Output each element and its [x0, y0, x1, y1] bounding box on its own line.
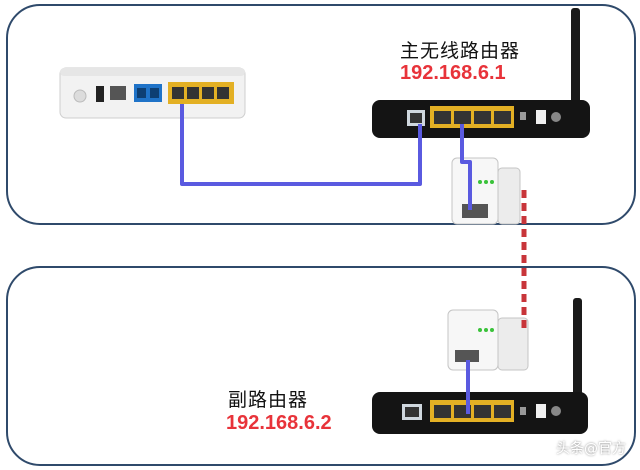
powerline-adapter-bottom: [447, 309, 529, 371]
sub-router-device: [372, 298, 588, 434]
main-router-name: 主无线路由器: [400, 40, 521, 62]
watermark: 头条@官方: [534, 438, 626, 458]
modem-device: [59, 67, 246, 119]
watermark-text: 头条@官方: [556, 441, 626, 457]
main-router-ip: 192.168.6.1: [400, 62, 506, 84]
sub-router-ip: 192.168.6.2: [226, 412, 332, 434]
powerline-adapter-top: [451, 157, 521, 225]
sub-router-name: 副路由器: [228, 389, 309, 411]
ethernet-cables: [180, 104, 472, 414]
router-to-powerline-cable: [460, 124, 472, 210]
toutiao-logo-icon: [534, 439, 552, 457]
modem-to-router-cable: [180, 104, 422, 186]
main-router-device: [372, 8, 590, 138]
